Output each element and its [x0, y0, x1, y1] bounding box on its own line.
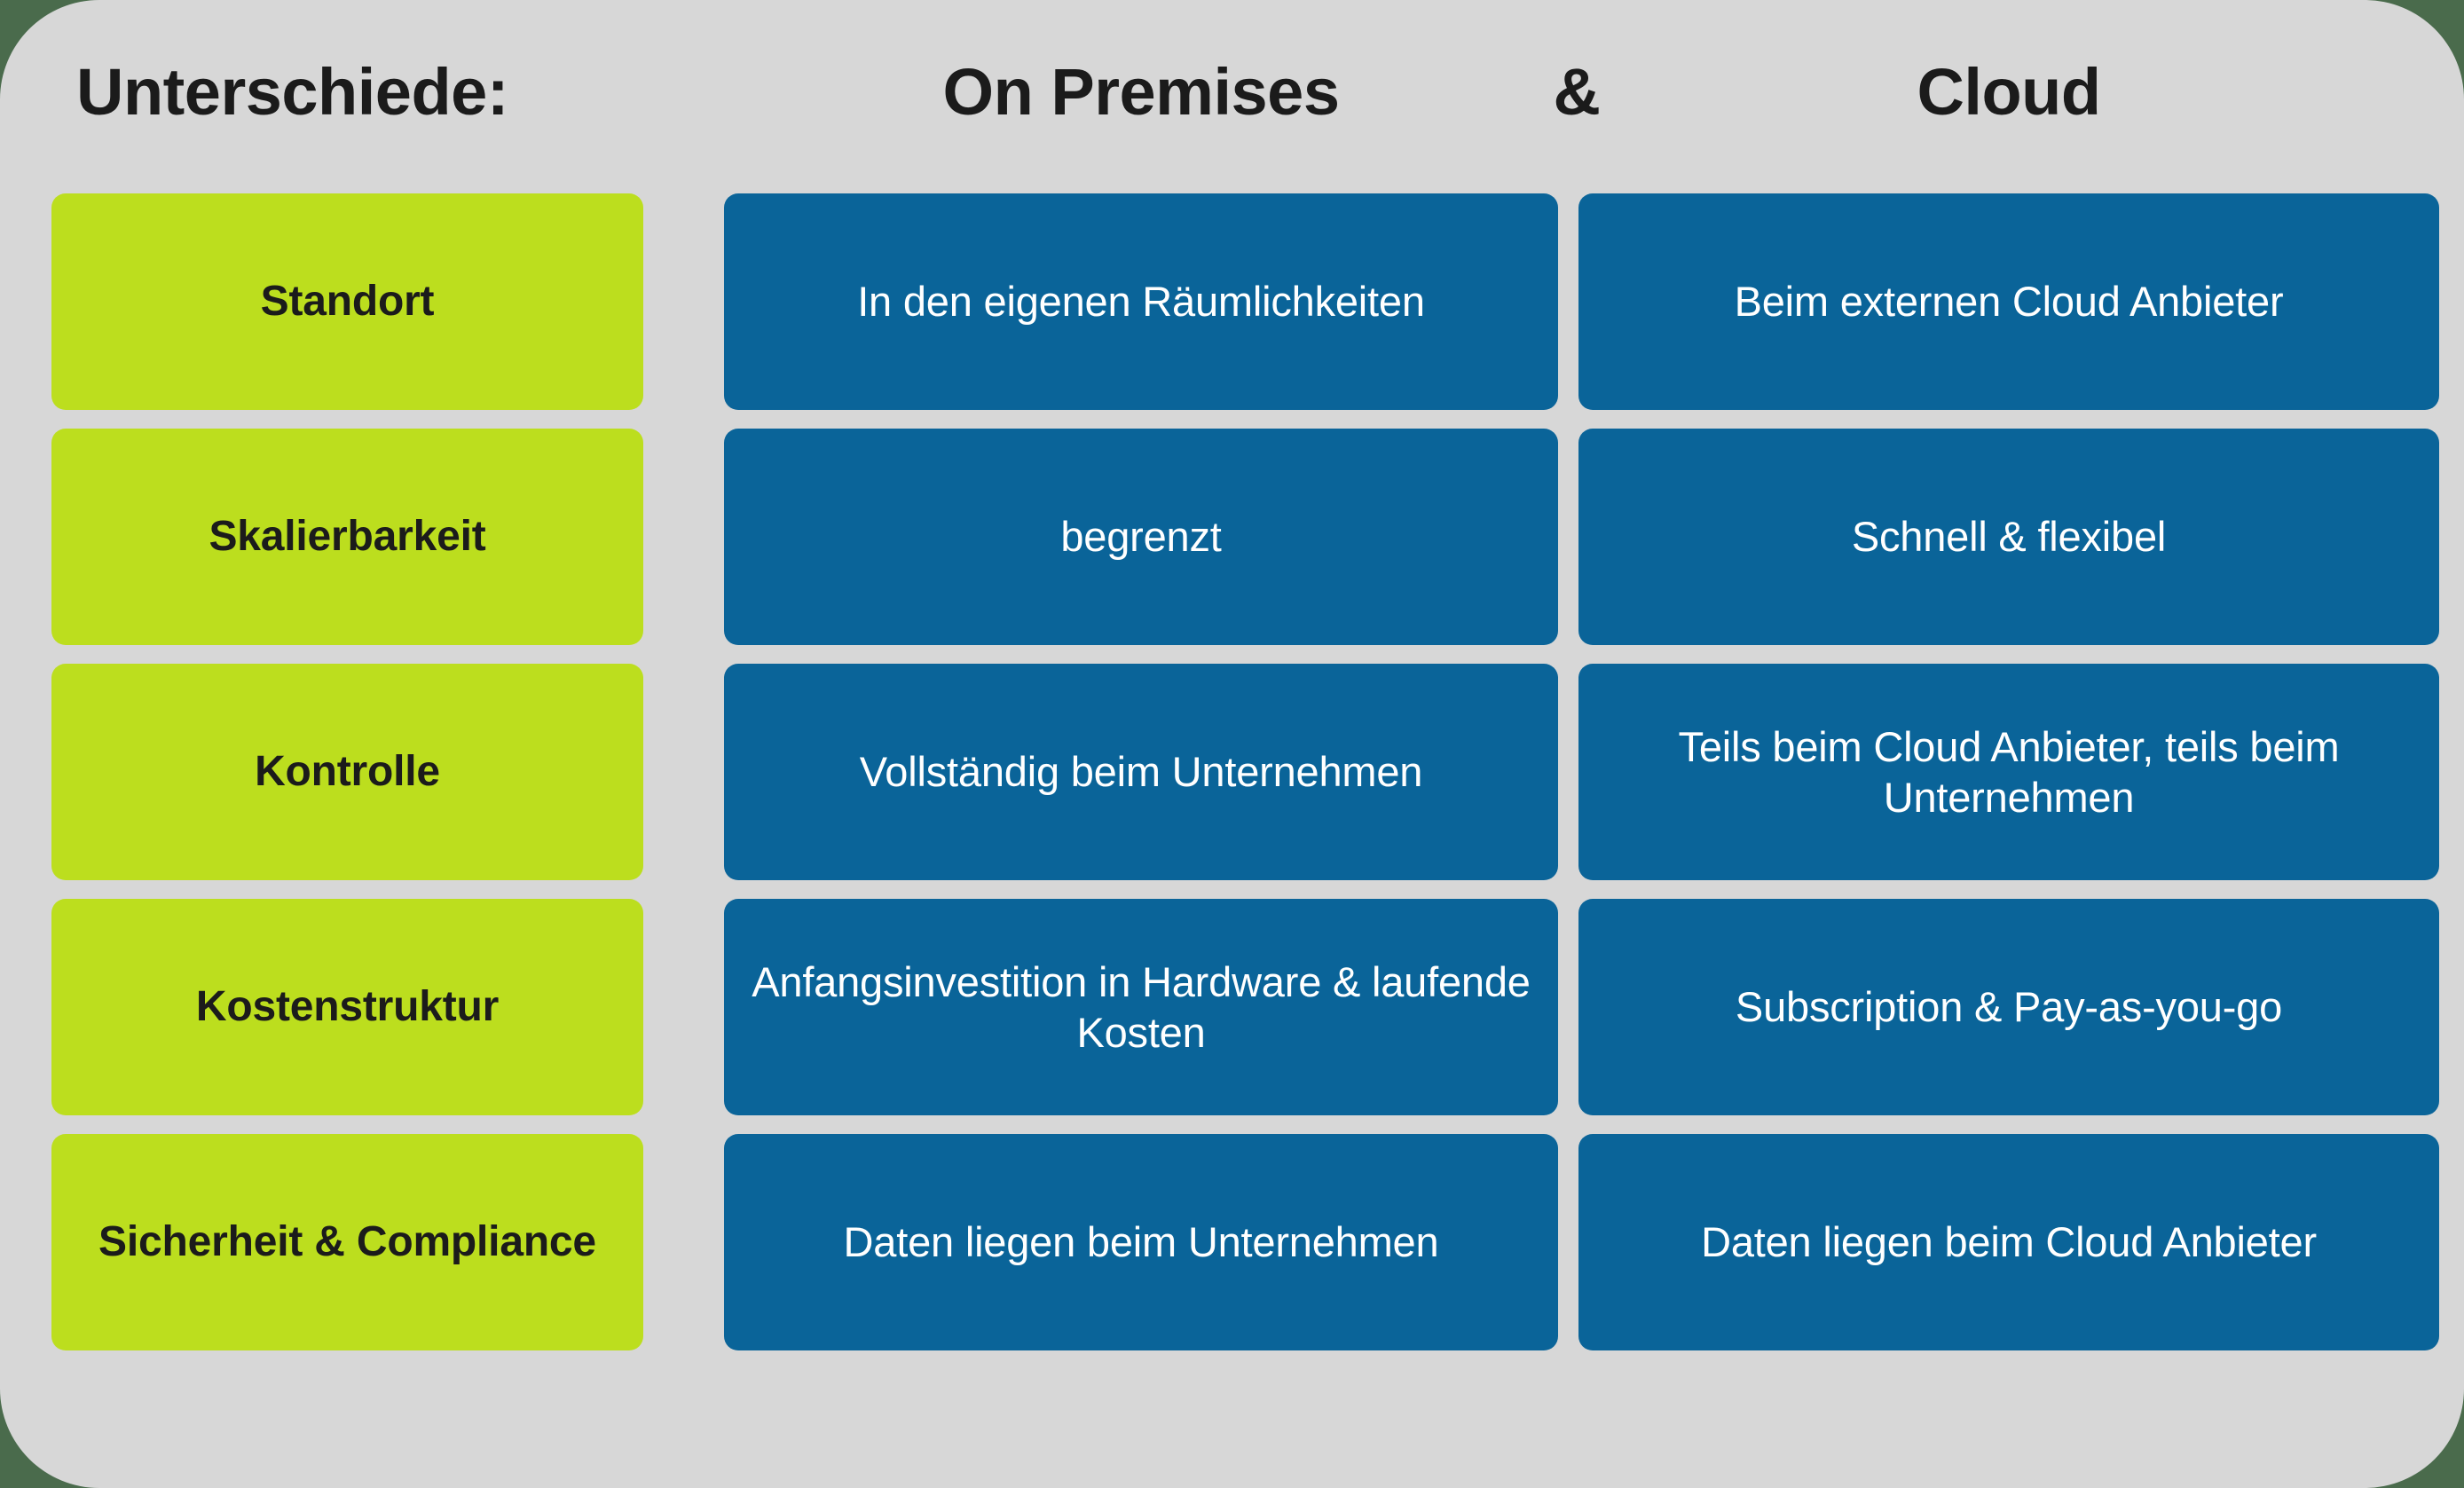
comparison-grid: Standort In den eigenen Räumlichkeiten B…: [0, 193, 2464, 1350]
cell-on-premises-kostenstruktur: Anfangsinvestition in Hardware & laufend…: [724, 899, 1558, 1115]
table-row: Standort In den eigenen Räumlichkeiten B…: [0, 193, 2464, 410]
row-label-text: Kontrolle: [255, 748, 440, 796]
cell-text: Daten liegen beim Unternehmen: [843, 1218, 1439, 1266]
cell-cloud-kontrolle: Teils beim Cloud Anbieter, teils beim Un…: [1578, 664, 2439, 880]
row-label-kontrolle: Kontrolle: [51, 664, 643, 880]
cell-text: In den eigenen Räumlichkeiten: [857, 278, 1425, 326]
cell-text: Subscription & Pay-as-you-go: [1735, 983, 2283, 1031]
column-header-on-premises: On Premises: [942, 55, 1340, 130]
cell-on-premises-standort: In den eigenen Räumlichkeiten: [724, 193, 1558, 410]
row-label-sicherheit-compliance: Sicherheit & Compliance: [51, 1134, 643, 1350]
column-header-separator: &: [1553, 55, 1601, 130]
cell-cloud-skalierbarkeit: Schnell & flexibel: [1578, 429, 2439, 645]
cell-cloud-sicherheit-compliance: Daten liegen beim Cloud Anbieter: [1578, 1134, 2439, 1350]
row-label-text: Kostenstruktur: [195, 983, 500, 1031]
cell-text: Teils beim Cloud Anbieter, teils beim Un…: [1678, 722, 2340, 821]
column-header-cloud: Cloud: [1917, 55, 2101, 130]
cell-cloud-kostenstruktur: Subscription & Pay-as-you-go: [1578, 899, 2439, 1115]
row-label-standort: Standort: [51, 193, 643, 410]
cell-text: begrenzt: [1060, 513, 1222, 561]
row-label-text: Sicherheit & Compliance: [98, 1218, 596, 1266]
table-header: Unterschiede: On Premises & Cloud: [0, 34, 2464, 151]
cell-text: Beim externen Cloud Anbieter: [1734, 278, 2284, 326]
row-label-kostenstruktur: Kostenstruktur: [51, 899, 643, 1115]
table-row: Kostenstruktur Anfangsinvestition in Har…: [0, 899, 2464, 1115]
cell-on-premises-skalierbarkeit: begrenzt: [724, 429, 1558, 645]
page-title: Unterschiede:: [76, 55, 508, 130]
cell-text: Schnell & flexibel: [1851, 513, 2167, 561]
cell-on-premises-kontrolle: Vollständig beim Unternehmen: [724, 664, 1558, 880]
table-row: Kontrolle Vollständig beim Unternehmen T…: [0, 664, 2464, 880]
row-label-text: Standort: [260, 278, 435, 326]
table-row: Skalierbarkeit begrenzt Schnell & flexib…: [0, 429, 2464, 645]
cell-cloud-standort: Beim externen Cloud Anbieter: [1578, 193, 2439, 410]
cell-text: Vollständig beim Unternehmen: [859, 748, 1423, 796]
table-row: Sicherheit & Compliance Daten liegen bei…: [0, 1134, 2464, 1350]
cell-text: Daten liegen beim Cloud Anbieter: [1701, 1218, 2317, 1266]
cell-text: Anfangsinvestition in Hardware & laufend…: [752, 957, 1531, 1056]
cell-on-premises-sicherheit-compliance: Daten liegen beim Unternehmen: [724, 1134, 1558, 1350]
row-label-text: Skalierbarkeit: [209, 513, 486, 561]
row-label-skalierbarkeit: Skalierbarkeit: [51, 429, 643, 645]
